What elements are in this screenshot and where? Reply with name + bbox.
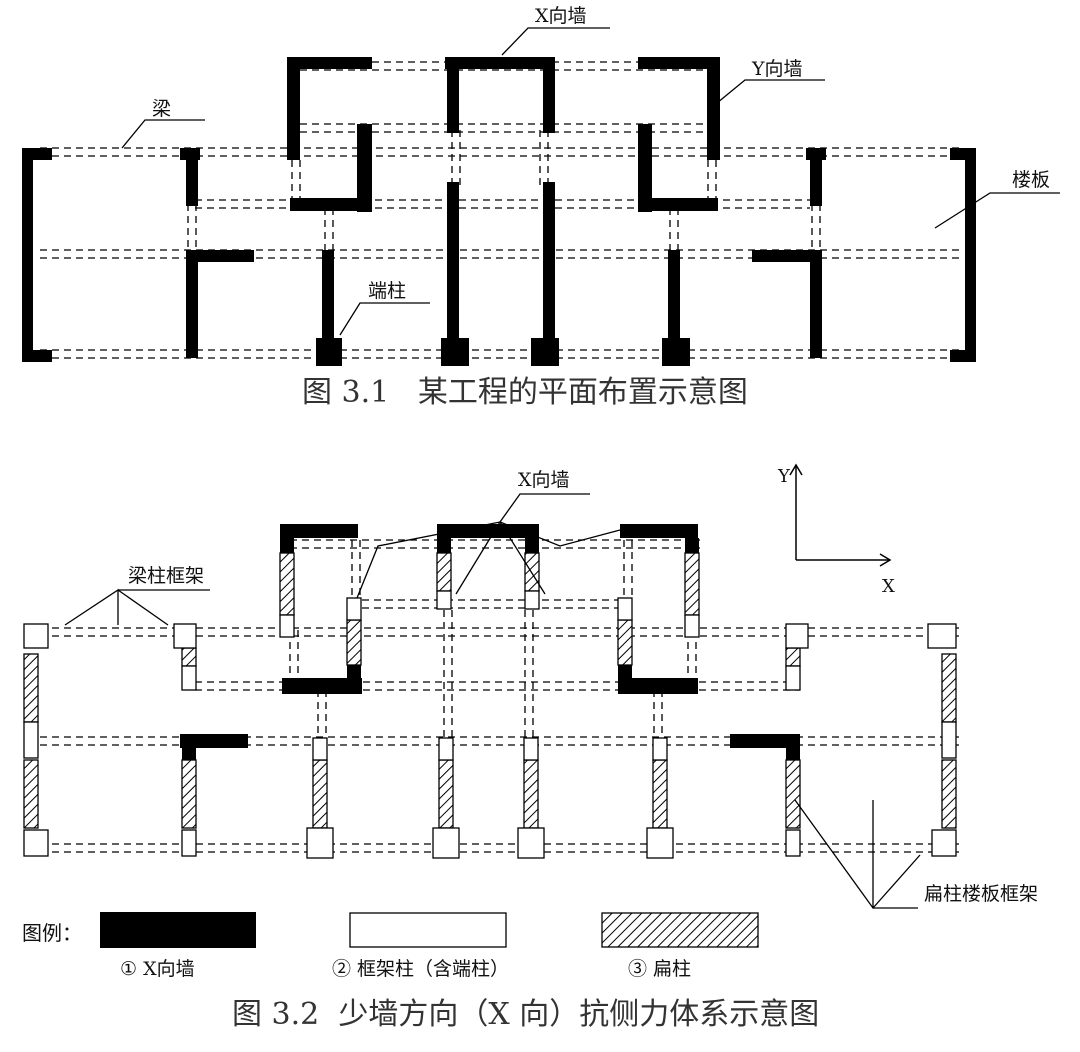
xy-axes	[789, 463, 892, 567]
caption-figure-3-1: 图 3.1 某工程的平面布置示意图	[302, 375, 748, 410]
label-x-wall-2: X向墙	[518, 469, 570, 491]
legend-swatch-flat-column	[601, 912, 759, 948]
label-flat-column-slab-frame: 扁柱楼板框架	[924, 883, 1038, 905]
walls	[22, 57, 976, 366]
label-x-wall-1: X向墙	[535, 5, 587, 27]
legend: 图例： ① X向墙 ② 框架柱（含端柱） ③ 扁柱	[22, 912, 759, 980]
label-slab-1: 楼板	[1012, 169, 1050, 191]
axis-label-x: X	[882, 576, 895, 597]
label-end-column-1: 端柱	[368, 280, 406, 302]
legend-swatch-x-wall	[100, 912, 256, 948]
frame-columns	[23, 590, 957, 859]
legend-item-x-wall: ① X向墙	[120, 958, 195, 980]
legend-title: 图例：	[22, 921, 82, 945]
figure-3-1-plan: X向墙 Y向墙 梁 楼板 端柱 图 3.1 某工程的平面布置示意图	[22, 5, 1060, 410]
leader-lines	[121, 27, 1060, 336]
label-y-wall-1: Y向墙	[751, 58, 803, 80]
label-beam-1: 梁	[152, 98, 171, 120]
legend-item-flat-column: ③ 扁柱	[628, 958, 691, 980]
flat-columns	[23, 552, 957, 829]
legend-swatch-frame-column	[349, 912, 507, 948]
legend-item-frame-column: ② 框架柱（含端柱）	[332, 958, 509, 980]
leader-lines-2	[64, 493, 921, 910]
caption-figure-3-2: 图 3.2 少墙方向（X 向）抗侧力体系示意图	[232, 997, 819, 1032]
x-walls	[180, 524, 800, 760]
axis-label-y: Y	[777, 466, 791, 487]
figure-3-2-plan: Y X X向墙 梁柱框架 扁柱楼板框架 图例： ① X向墙 ② 框架柱（含端柱）…	[22, 463, 1038, 1032]
label-beam-column-frame: 梁柱框架	[128, 565, 204, 587]
